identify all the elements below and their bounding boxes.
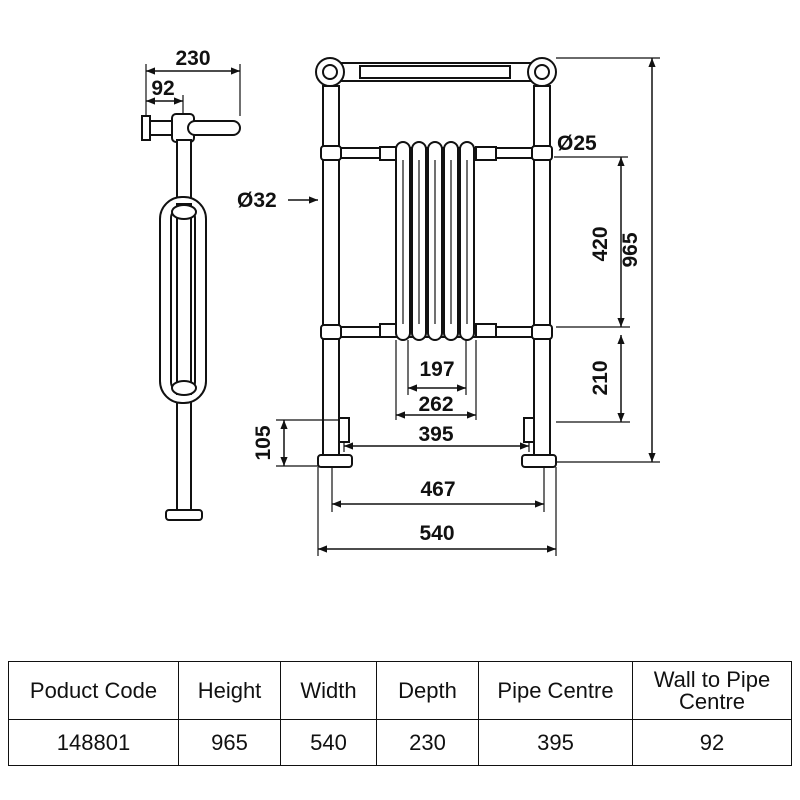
front-view: Ø32 Ø25 965 420 210 105 <box>237 57 660 556</box>
pipe-centre-dimension-label: 395 <box>418 423 453 446</box>
header-pipe-centre: Pipe Centre <box>478 661 633 720</box>
upper-height-dimension-label: 420 <box>589 226 612 261</box>
value-height: 965 <box>178 719 281 766</box>
header-width: Width <box>280 661 377 720</box>
value-wall-to-pipe-centre: 92 <box>632 719 792 766</box>
total-height-dimension-label: 965 <box>619 232 642 267</box>
value-pipe-centre: 395 <box>478 719 633 766</box>
side-view: 230 92 <box>141 47 241 521</box>
right-valve <box>523 417 535 443</box>
radiator-columns <box>379 141 497 341</box>
width-262-dimension-label: 262 <box>418 393 453 416</box>
side-foot <box>165 509 203 521</box>
header-wall-to-pipe-centre: Wall to Pipe Centre <box>632 661 792 720</box>
total-width-dimension-label: 540 <box>419 522 454 545</box>
header-product-code: Poduct Code <box>8 661 179 720</box>
right-foot <box>521 454 557 468</box>
value-depth: 230 <box>376 719 479 766</box>
wall-plate <box>141 115 151 141</box>
wall-to-pipe-dimension-label: 92 <box>151 77 174 100</box>
lower-height-dimension-label: 210 <box>589 360 612 395</box>
radiator-technical-drawing: 230 92 <box>141 47 660 556</box>
right-post <box>533 85 551 467</box>
value-product-code: 148801 <box>8 719 179 766</box>
left-foot <box>317 454 353 468</box>
left-valve <box>338 417 350 443</box>
depth-dimension-label: 230 <box>175 47 210 70</box>
top-rail-end <box>187 120 241 136</box>
width-197-dimension-label: 197 <box>419 358 454 381</box>
rail-diameter-label: Ø32 <box>237 189 277 212</box>
specification-table: Poduct Code Height Width Depth Pipe Cent… <box>8 661 792 766</box>
value-width: 540 <box>280 719 377 766</box>
foot-height-dimension-label: 105 <box>252 425 275 460</box>
table-header-row: Poduct Code Height Width Depth Pipe Cent… <box>8 661 792 720</box>
width-467-dimension-label: 467 <box>420 478 455 501</box>
bar-diameter-label: Ø25 <box>557 132 597 155</box>
header-height: Height <box>178 661 281 720</box>
header-depth: Depth <box>376 661 479 720</box>
left-post <box>322 85 340 467</box>
table-row: 148801 965 540 230 395 92 <box>8 719 792 766</box>
